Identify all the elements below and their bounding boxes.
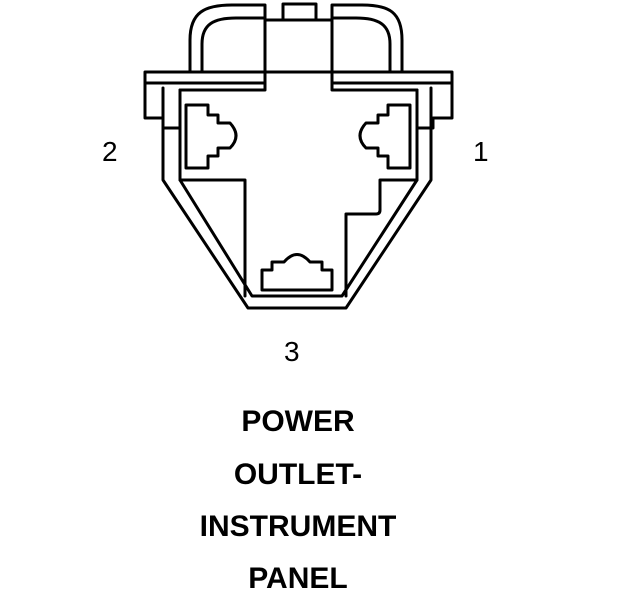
- caption-line-1: POWER: [241, 405, 355, 438]
- connector-center-boss: [178, 18, 419, 298]
- cavity-3: [260, 253, 334, 292]
- caption-line-2: OUTLET-: [233, 458, 363, 491]
- connector-left-ear: [188, 3, 267, 74]
- cavity-1: [358, 103, 412, 170]
- pin-label-3: 3: [284, 336, 300, 367]
- connector-flange: [143, 70, 454, 130]
- connector-body-outer: [161, 86, 433, 310]
- caption-line-3: INSTRUMENT: [199, 510, 397, 543]
- pin-label-1: 1: [473, 136, 489, 167]
- cavity-2: [184, 103, 238, 170]
- pin-label-2: 2: [102, 136, 118, 167]
- caption-line-4: PANEL: [248, 562, 348, 595]
- connector-right-ear: [330, 3, 404, 74]
- connector-top-tab: [281, 2, 318, 22]
